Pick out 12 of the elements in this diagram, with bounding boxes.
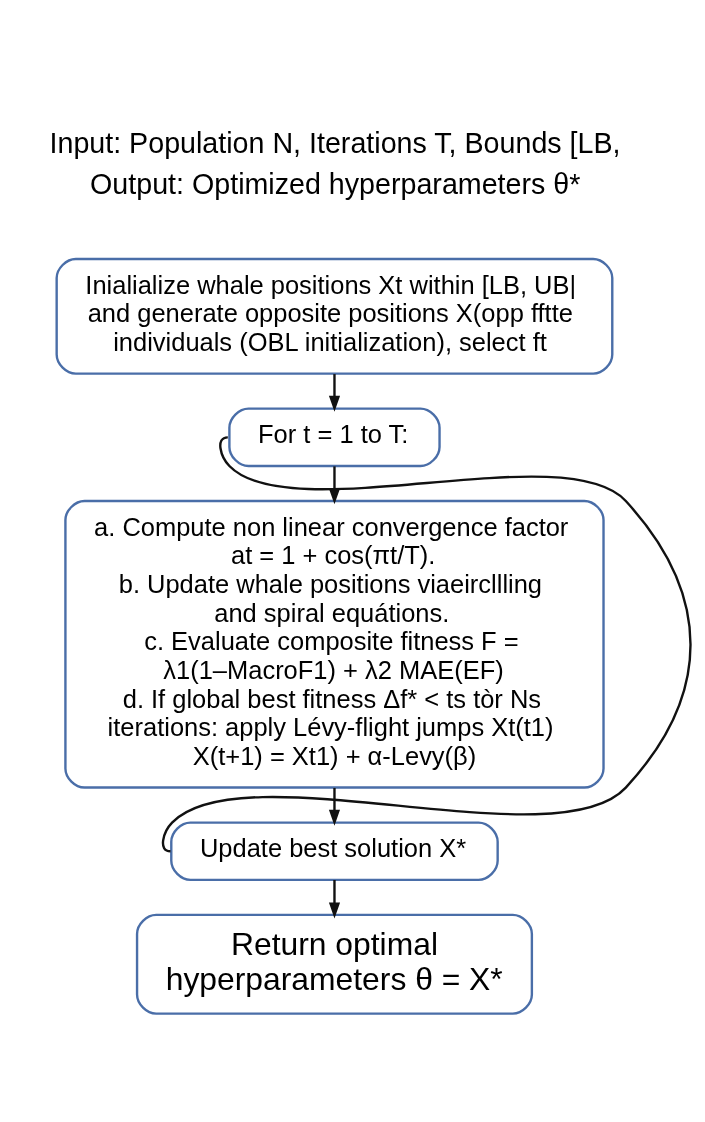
node-box: Update best solution X*	[170, 820, 499, 881]
arrow	[328, 373, 341, 412]
node-box: Inialialize whale positions Xt within [LB, UB| and generate opposite positions X(opp fftte individuals (OBL initialization), select ft	[55, 257, 614, 375]
arrow	[328, 879, 341, 918]
arrow	[328, 787, 341, 826]
label: Input: Population N, Iterations T, Bounds [LB,	[49, 126, 621, 159]
label: Output: Optimized hyperparameters θ*	[90, 167, 581, 200]
node-box: For t = 1 to T:	[228, 406, 441, 467]
connector	[161, 436, 692, 852]
node-box: a. Compute non linear convergence factor at = 1 + cos(πt/T). b. Update whale positions viaeircllling and spiral equátions. c. Evaluate composite fitness F = λ1(1–MacroF1) + λ2 MAE(EF) d. If global best fitness Δf* < ts tòr Ns iterations: apply Lévy-flight jumps Xt(t1) X(t+1) = Xt1) + α-Levy(β)	[64, 499, 605, 789]
arrow	[328, 465, 341, 504]
node-box: Return optimal hyperparameters θ = X*	[135, 913, 534, 1015]
